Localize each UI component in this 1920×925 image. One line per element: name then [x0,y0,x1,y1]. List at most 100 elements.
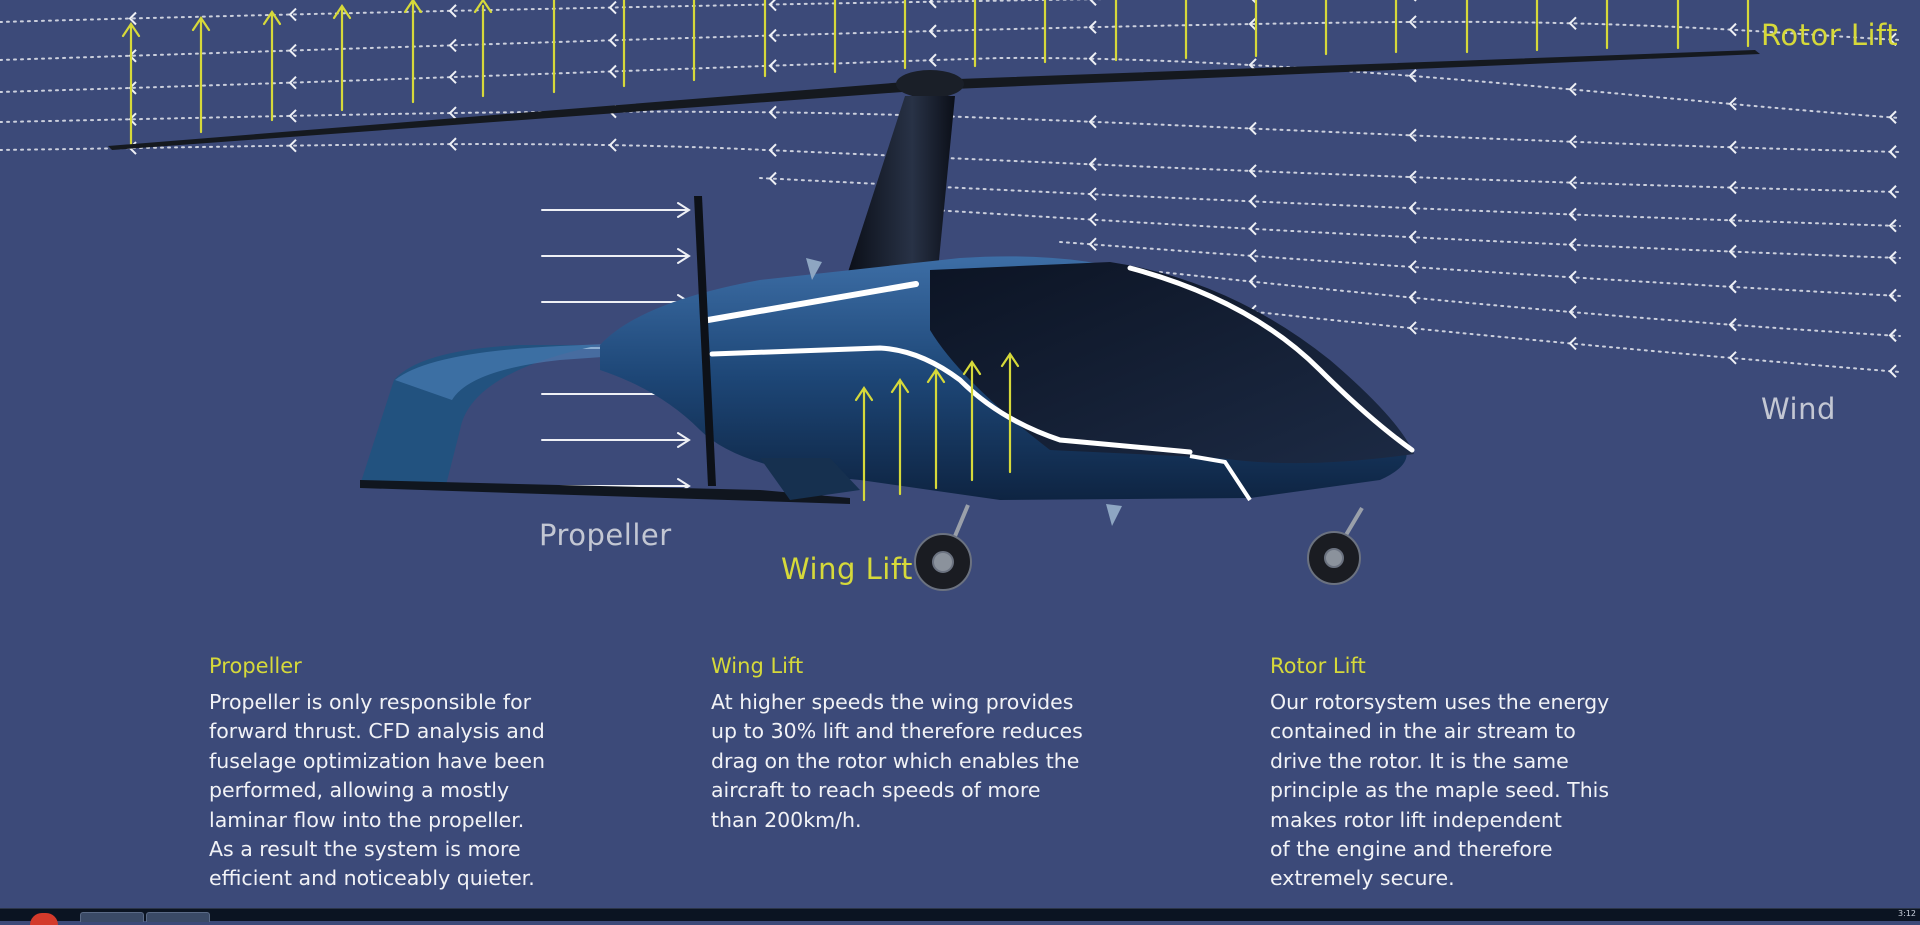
wind-chevron [448,38,457,53]
body-line: of the engine and therefore [1270,837,1553,862]
section-title: Propeller [209,654,302,678]
wind-chevron [1248,221,1257,236]
wind-chevron [1088,20,1097,34]
wind-chevron [448,70,457,84]
taskbar-app-button[interactable] [146,912,210,922]
wind-streamlines [0,0,1901,373]
wind-chevron [1888,364,1897,378]
wind-chevron [288,7,297,22]
body-line: drive the rotor. It is the same [1270,748,1569,773]
wind-chevron [1088,237,1097,251]
wind-chevron [1248,164,1257,178]
wind-chevron [768,59,777,73]
wind-chevron [1408,321,1417,335]
wind-chevron [1248,17,1257,31]
wind-chevron [1408,290,1417,305]
wind-chevron [1408,260,1417,274]
wind-chevron [1888,328,1897,343]
wind-chevron [448,4,457,18]
wind-chevron [1089,0,1097,6]
wind-chevron [1568,305,1577,319]
wind-chevron [1088,51,1097,66]
wind-chevron [608,64,617,79]
wind-chevron [768,0,777,12]
wind-chevron [1728,213,1737,227]
body-line: performed, allowing a mostly [209,778,510,803]
body-line: At higher speeds the wing provides [711,690,1074,714]
wind-chevron [1413,0,1417,2]
body-line: fuselage optimization have been [209,748,546,773]
body-line: As a result the system is more [209,837,521,862]
wind-chevron [1248,274,1257,289]
body-line: laminar flow into the propeller. [209,807,525,832]
taskbar: 3:12 [0,908,1920,925]
body-line: than 200km/h. [711,807,862,832]
taskbar-clock[interactable]: 3:12 [1898,909,1916,918]
wind-chevron [1408,201,1417,215]
body-line: Our rotorsystem uses the energy [1270,690,1610,714]
wind-label: Wind [1761,392,1836,426]
taskbar-app-button[interactable] [80,912,144,922]
rotor-lift-label: Rotor Lift [1761,18,1899,52]
section-body: Our rotorsystem uses the energy containe… [1270,688,1650,894]
wind-chevron [1888,145,1897,159]
wind-chevron [1888,288,1897,303]
wind-chevron [928,24,937,38]
wind-chevron [768,105,777,119]
wind-chevron [1728,317,1737,332]
wind-chevron [1248,194,1257,208]
wind-chevron [1888,218,1897,233]
wind-chevron [1568,82,1577,96]
start-button[interactable] [30,913,58,925]
body-line: extremely secure. [1270,866,1455,891]
wind-chevron [1251,0,1257,4]
wind-chevron [1728,280,1737,294]
wind-chevron [928,0,937,9]
wind-chevron [1728,244,1737,259]
body-line: forward thrust. CFD analysis and [209,719,545,744]
body-line: efficient and noticeably quieter. [209,866,535,891]
wind-chevron [1408,230,1417,244]
section-body: At higher speeds the wing provides up to… [711,688,1091,835]
wing-lift-arrows [854,352,1020,502]
wind-chevron [1248,249,1257,263]
wind-chevron [1088,157,1097,171]
rotor-lift-arrows [121,0,1750,147]
wind-chevron [288,138,297,153]
rotor-lift-section: Rotor Lift Our rotorsystem uses the ener… [1270,654,1650,894]
propeller-label: Propeller [539,518,672,552]
wind-chevron [1408,128,1417,143]
wind-chevron [1408,15,1417,29]
wind-chevron [768,28,777,43]
wind-chevron [768,143,777,157]
section-title: Rotor Lift [1270,654,1366,678]
wind-chevron [608,138,617,152]
wind-chevron [288,109,297,123]
wind-chevron [1088,115,1097,129]
body-line: contained in the air stream to [1270,719,1576,744]
body-line: up to 30% lift and therefore reduces [711,719,1083,744]
wind-chevron [1568,270,1577,284]
wind-chevron [1888,32,1897,47]
wind-chevron [1248,121,1257,136]
wind-chevron [1728,140,1737,154]
wind-chevron [1728,180,1737,195]
body-line: makes rotor lift independent [1270,807,1562,832]
wind-chevron [1088,212,1097,227]
wind-chevron [128,11,137,26]
wind-chevron [1888,110,1897,124]
rotor-blade [108,50,1760,150]
wind-chevron [1568,336,1577,351]
wind-chevron [1888,250,1897,265]
section-title: Wing Lift [711,654,804,678]
wind-chevron [288,75,297,90]
wind-chevron [1088,187,1097,201]
wind-chevron [1568,16,1577,30]
wind-chevron [1568,237,1577,252]
body-line: drag on the rotor which enables the [711,748,1080,773]
wind-chevron [608,33,617,48]
body-line: principle as the maple seed. This [1270,778,1610,803]
wind-chevron [1568,207,1577,222]
wind-chevron [1568,134,1577,149]
